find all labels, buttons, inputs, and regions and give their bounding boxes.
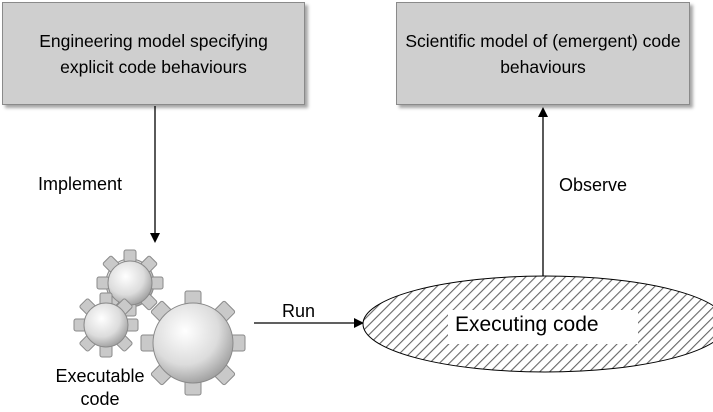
scientific-model-box: Scientific model of (emergent) code beha… [396, 2, 690, 105]
observe-label: Observe [559, 175, 628, 195]
observe-arrow [538, 107, 548, 278]
implement-arrow [150, 106, 160, 243]
executable-code-label: Executable code [55, 366, 145, 409]
engineering-model-box: Engineering model specifying explicit co… [2, 2, 305, 105]
gear-left [73, 292, 139, 358]
gear-top [96, 249, 164, 317]
run-label: Run [282, 301, 316, 321]
executing-code-label-bg [448, 310, 638, 344]
gears-icon [73, 249, 246, 396]
executing-code-label: Executing code [455, 313, 599, 336]
implement-label: Implement [38, 174, 123, 194]
engineering-model-text: Engineering model specifying explicit co… [39, 30, 268, 77]
scientific-model-text: Scientific model of (emergent) code beha… [405, 30, 681, 77]
gear-large [140, 290, 246, 396]
run-arrow [254, 318, 364, 328]
